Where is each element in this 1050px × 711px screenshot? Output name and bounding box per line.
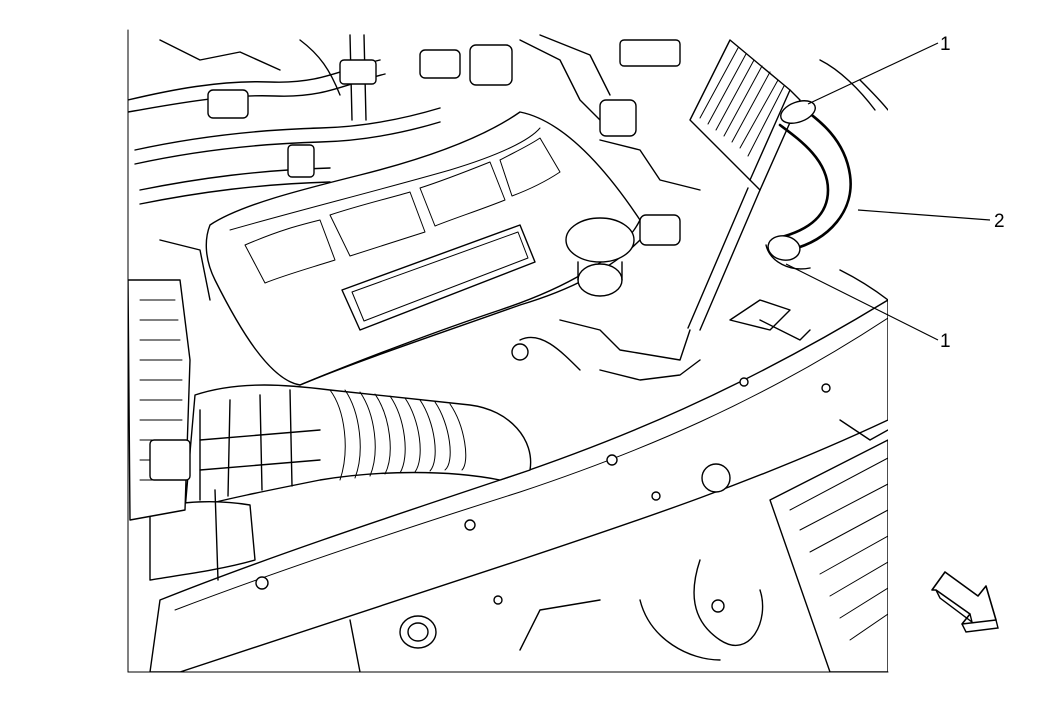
front-cross-member [149, 299, 888, 672]
right-side-parts [687, 59, 888, 341]
ribbed-module [689, 39, 801, 191]
callout-labels: 1 2 1 [940, 34, 1005, 352]
direction-arrow-icon [931, 571, 999, 633]
leader-lines [785, 42, 991, 341]
callout-1-top: 1 [940, 34, 951, 55]
callout-1-bottom: 1 [940, 331, 951, 352]
upper-left-hoses [128, 34, 701, 205]
radiator [769, 419, 888, 672]
air-intake-duct [149, 384, 532, 581]
left-edge-components [128, 239, 211, 521]
callout-2: 2 [994, 211, 1005, 232]
oil-fill-cap [511, 214, 701, 381]
coolant-hose [765, 100, 852, 270]
